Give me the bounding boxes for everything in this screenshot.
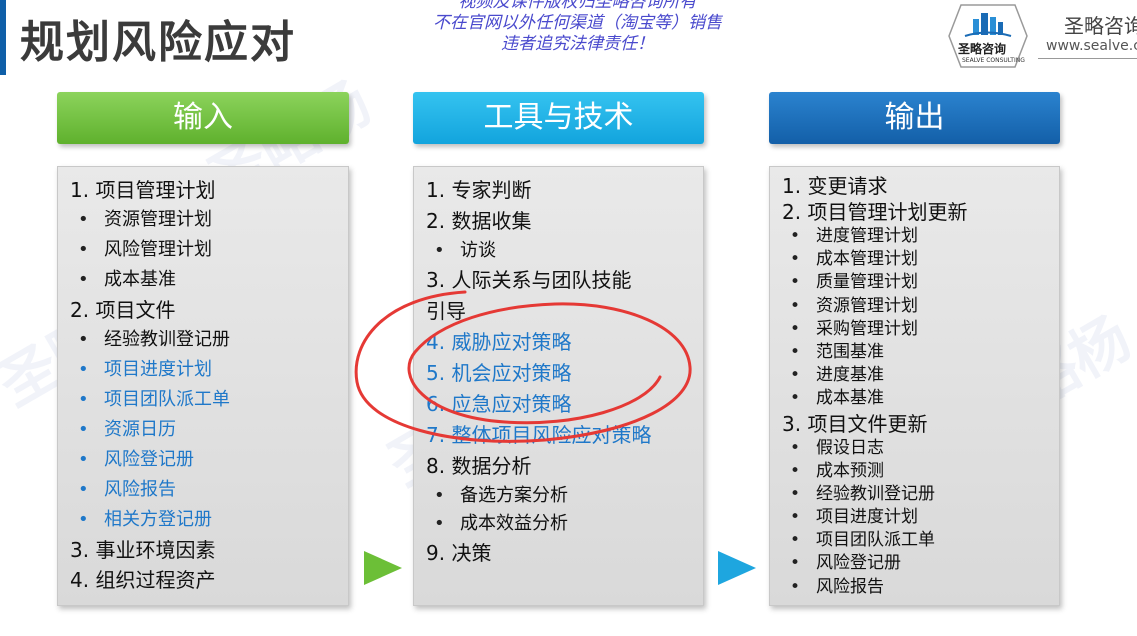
numbered-item: 3. 项目文件更新 bbox=[782, 411, 928, 436]
bullet-item: 相关方登记册 bbox=[70, 505, 338, 535]
numbered-item: 6. 应急应对策略 bbox=[426, 392, 572, 416]
numbered-item: 9. 决策 bbox=[426, 541, 492, 565]
company-logo bbox=[948, 4, 1028, 68]
title-accent-bar bbox=[0, 0, 6, 75]
bullet-item: 成本基准 bbox=[782, 387, 1049, 410]
numbered-item: 2. 数据收集 bbox=[426, 209, 532, 233]
numbered-item: 2. 项目文件 bbox=[70, 298, 176, 322]
bullet-item: 项目团队派工单 bbox=[70, 385, 338, 415]
numbered-item: 3. 事业环境因素 bbox=[70, 538, 216, 562]
header-divider bbox=[1038, 58, 1137, 59]
bullet-item: 进度基准 bbox=[782, 364, 1049, 387]
numbered-item: 2. 项目管理计划更新 bbox=[782, 200, 968, 224]
bullet-item: 备选方案分析 bbox=[426, 482, 693, 510]
bullet-item: 资源管理计划 bbox=[782, 295, 1049, 318]
output-header: 输出 bbox=[769, 92, 1060, 144]
numbered-item: 1. 项目管理计划 bbox=[70, 178, 216, 202]
bullet-item: 假设日志 bbox=[782, 437, 1049, 460]
numbered-item: 1. 变更请求 bbox=[782, 174, 888, 198]
arrow-right-icon bbox=[364, 551, 402, 585]
logo-subtext: SEALVE CONSULTING bbox=[962, 57, 1025, 64]
bullet-item: 经验教训登记册 bbox=[782, 483, 1049, 506]
bullet-item: 成本预测 bbox=[782, 460, 1049, 483]
copyright-notice: 视频及课件版权归圣略咨询所有 不在官网以外任何渠道（淘宝等）销售 违者追究法律责… bbox=[405, 0, 750, 55]
bullet-item: 资源管理计划 bbox=[70, 205, 338, 235]
slide-title: 规划风险应对 bbox=[20, 17, 296, 68]
arrow-right-icon bbox=[718, 551, 756, 585]
notice-line: 违者追究法律责任！ bbox=[501, 34, 654, 54]
input-header: 输入 bbox=[57, 92, 349, 144]
bullet-item: 项目进度计划 bbox=[70, 355, 338, 385]
numbered-item: 4. 组织过程资产 bbox=[70, 568, 216, 592]
bullet-item: 质量管理计划 bbox=[782, 271, 1049, 294]
numbered-item: 3. 人际关系与团队技能 bbox=[426, 268, 632, 292]
bullet-item: 采购管理计划 bbox=[782, 318, 1049, 341]
bullet-item: 成本管理计划 bbox=[782, 248, 1049, 271]
bullet-item: 经验教训登记册 bbox=[70, 325, 338, 355]
bullet-item: 风险登记册 bbox=[70, 445, 338, 475]
company-name: 圣略咨询 bbox=[1064, 14, 1137, 38]
numbered-item: 4. 威胁应对策略 bbox=[426, 330, 572, 354]
company-url: www.sealve.c bbox=[1046, 38, 1137, 54]
bullet-item: 资源日历 bbox=[70, 415, 338, 445]
numbered-item: 1. 专家判断 bbox=[426, 178, 532, 202]
numbered-item: 引导 bbox=[426, 299, 466, 323]
bullet-item: 成本基准 bbox=[70, 265, 338, 295]
numbered-item: 7. 整体项目风险应对策略 bbox=[426, 423, 652, 447]
tools-header: 工具与技术 bbox=[413, 92, 704, 144]
bullet-item: 范围基准 bbox=[782, 341, 1049, 364]
input-panel: 1. 项目管理计划资源管理计划风险管理计划成本基准 2. 项目文件经验教训登记册项… bbox=[57, 166, 349, 606]
bullet-item: 项目团队派工单 bbox=[782, 529, 1049, 552]
bullet-item: 风险报告 bbox=[70, 475, 338, 505]
bullet-item: 访谈 bbox=[426, 237, 693, 265]
notice-line: 视频及课件版权归圣略咨询所有 bbox=[458, 0, 697, 12]
notice-line: 不在官网以外任何渠道（淘宝等）销售 bbox=[433, 13, 722, 33]
bullet-item: 项目进度计划 bbox=[782, 506, 1049, 529]
bullet-item: 进度管理计划 bbox=[782, 225, 1049, 248]
bullet-item: 成本效益分析 bbox=[426, 510, 693, 538]
bullet-item: 风险报告 bbox=[782, 576, 1049, 599]
logo-text: 圣略咨询 bbox=[958, 42, 1007, 56]
numbered-item: 5. 机会应对策略 bbox=[426, 361, 572, 385]
numbered-item: 8. 数据分析 bbox=[426, 454, 532, 478]
bullet-item: 风险管理计划 bbox=[70, 235, 338, 265]
bullet-item: 风险登记册 bbox=[782, 552, 1049, 575]
